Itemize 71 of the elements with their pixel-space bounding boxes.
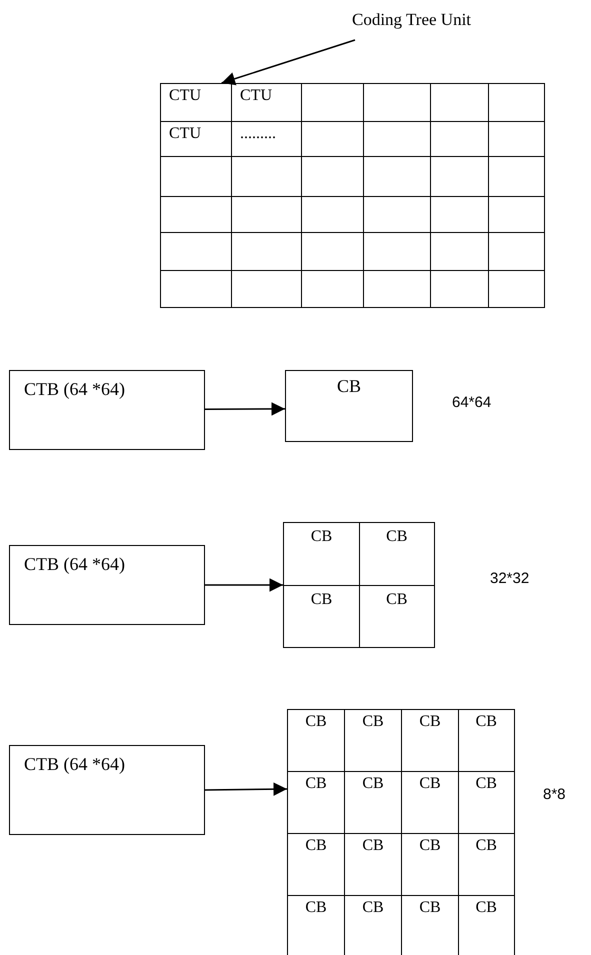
grid-cell: .........: [232, 122, 302, 157]
grid-cell: [489, 197, 544, 233]
grid-cell: CB: [345, 834, 402, 896]
grid-cell: [364, 84, 431, 122]
grid-cell: CB: [284, 523, 360, 586]
grid-cell: [431, 122, 489, 157]
grid-cell: [302, 84, 364, 122]
grid-cell: CB: [402, 896, 459, 955]
grid-cell: [161, 197, 232, 233]
grid-cell: [232, 157, 302, 197]
grid-cell: CB: [459, 834, 514, 896]
arrow: [205, 578, 283, 592]
grid-cell: [302, 233, 364, 271]
process-box: CB: [285, 370, 413, 442]
grid-cell: CB: [459, 896, 514, 955]
grid-cell: CB: [459, 772, 514, 834]
grid-cell: [364, 271, 431, 308]
grid-cell: CB: [288, 896, 345, 955]
grid-cell: [302, 271, 364, 308]
grid-cell: CB: [402, 772, 459, 834]
grid-cell: CB: [288, 834, 345, 896]
grid-cell: [364, 197, 431, 233]
arrow: [204, 782, 288, 796]
grid-cell: [232, 271, 302, 308]
grid-cell: [161, 157, 232, 197]
grid-cell: CB: [345, 896, 402, 955]
grid-cell: CB: [402, 710, 459, 772]
grid-cell: [161, 271, 232, 308]
size-label: 64*64: [452, 394, 492, 411]
grid-cell: [232, 233, 302, 271]
arrow: [205, 402, 285, 416]
grid-cell: CB: [402, 834, 459, 896]
grid-cell: [364, 233, 431, 271]
grid-cell: [489, 233, 544, 271]
grid-cell: CTU: [232, 84, 302, 122]
block-grid: [160, 83, 545, 308]
grid-cell: [364, 157, 431, 197]
size-label: 32*32: [490, 570, 530, 587]
grid-cell: CB: [288, 710, 345, 772]
grid-cell: CB: [288, 772, 345, 834]
process-box: CTB (64 *64): [9, 370, 205, 450]
grid-cell: [302, 122, 364, 157]
grid-cell: [161, 233, 232, 271]
grid-cell: [302, 157, 364, 197]
grid-cell: [489, 271, 544, 308]
grid-cell: [489, 122, 544, 157]
grid-cell: CB: [360, 586, 434, 648]
grid-cell: [489, 84, 544, 122]
grid-cell: [489, 157, 544, 197]
grid-cell: CTU: [161, 122, 232, 157]
grid-cell: [431, 271, 489, 308]
grid-cell: CTU: [161, 84, 232, 122]
block-grid: [283, 522, 435, 648]
process-box: CTB (64 *64): [9, 545, 205, 625]
grid-cell: [431, 197, 489, 233]
block-grid: [287, 709, 515, 955]
grid-cell: [431, 157, 489, 197]
grid-cell: [302, 197, 364, 233]
grid-cell: [431, 84, 489, 122]
grid-cell: [431, 233, 489, 271]
grid-cell: CB: [360, 523, 434, 586]
grid-cell: CB: [459, 710, 514, 772]
callout-label: Coding Tree Unit: [352, 10, 502, 40]
grid-cell: [232, 197, 302, 233]
grid-cell: CB: [345, 772, 402, 834]
grid-cell: CB: [284, 586, 360, 648]
leader-line: [221, 39, 356, 86]
grid-cell: [364, 122, 431, 157]
grid-cell: CB: [345, 710, 402, 772]
process-box: CTB (64 *64): [9, 745, 205, 835]
size-label: 8*8: [543, 786, 566, 803]
